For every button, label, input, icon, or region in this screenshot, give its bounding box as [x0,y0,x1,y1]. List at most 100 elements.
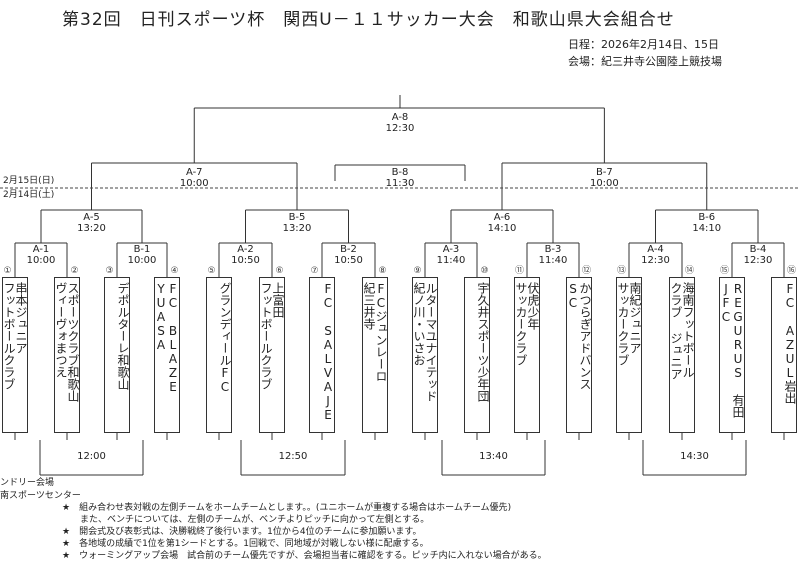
team-name: ルターマユナイテッド 紀ノ川・いさお [412,282,438,402]
team-name: 上富田 フットボールクラブ [259,282,285,390]
venue-note-2: 南スポーツセンター [0,491,81,501]
team-box: 伏虎少年 サッカークラブ [514,277,540,433]
match-time: 13:20 [77,223,106,234]
match-time: 10:00 [589,178,619,189]
team-seed-number: ⑤ [207,266,216,276]
match-time: 11:40 [538,255,568,266]
venue-note-1: ンドリー会場 [0,478,55,488]
team-box: FC SALVAJE [309,277,335,433]
match-time: 10:50 [334,255,363,266]
team-name: 宇久井スポーツ少年団 [476,282,490,402]
match-time: 10:00 [26,255,56,266]
team-name: グランディールFC [218,282,232,394]
match-time: 14:10 [692,223,722,234]
match-id: A-8 [391,112,409,123]
lower-match-time: 12:00 [77,451,106,462]
note-1: ★ 組み合わせ表対戦の左側チームをホームチームとします。。(ユニホームが重複する… [62,503,512,513]
match-id: B-1 [133,244,151,255]
day1-label: 2月14日(土) [3,190,55,200]
match-time: 10:50 [231,255,260,266]
lower-match-time: 13:40 [479,451,508,462]
match-id: B-5 [288,212,306,223]
team-seed-number: ⑮ [719,266,729,276]
team-name: かつらぎアドバンス SC [566,282,592,390]
match-id: A-4 [647,244,664,255]
match-time: 13:20 [282,223,312,234]
match-time: 11:40 [436,255,466,266]
team-box: 海南フットボール クラブ ジュニア [669,277,695,433]
match-id: B-4 [749,244,767,255]
document-title: 第32回 日刊スポーツ杯 関西U－１１サッカー大会 和歌山県大会組合せ [62,10,675,30]
note-2: また、ベンチについては、左側のチームが、ベンチよりピッチに向かって左側とする。 [62,515,430,525]
team-seed-number: ② [70,266,79,276]
team-name: スポーツクラブ和歌山 ヴィーヴォまつえ [54,282,80,402]
team-box: 宇久井スポーツ少年団 [464,277,490,433]
team-name: FC SALVAJE [321,282,335,422]
match-id: A-2 [237,244,254,255]
team-seed-number: ① [3,266,12,276]
match-id: B-2 [340,244,357,255]
team-name: REGURUS 有田 JFC [719,282,745,418]
team-box: 南紀ジュニア サッカークラブ [616,277,642,433]
match-id: B-7 [595,167,613,178]
team-box: FC AZUL岩出 [771,277,797,433]
note-3: ★ 開会式及び表彰式は、決勝戦終了後行います。1位から4位のチームに参加願います… [62,527,422,537]
match-time: 12:30 [385,123,415,134]
match-time: 11:30 [385,178,415,189]
team-name: 串本ジュニア フットボールクラブ [2,282,28,390]
match-id: B-3 [544,244,562,255]
team-box: かつらぎアドバンス SC [566,277,592,433]
team-box: グランディールFC [206,277,232,433]
team-box: スポーツクラブ和歌山 ヴィーヴォまつえ [54,277,80,433]
team-box: ルターマユナイテッド 紀ノ川・いさお [412,277,438,433]
match-id: A-7 [185,167,203,178]
team-seed-number: ⑭ [684,266,694,276]
team-name: デポルターレ和歌山 [116,282,130,390]
lower-match-time: 12:50 [278,451,308,462]
schedule-text: 日程：2026年2月14日、15日 [568,38,719,51]
team-seed-number: ⑫ [581,266,591,276]
match-id: A-6 [493,212,511,223]
venue-text: 会場：紀三井寺公園陸上競技場 [568,55,722,68]
team-name: 海南フットボール クラブ ジュニア [669,282,695,380]
team-box: 上富田 フットボールクラブ [259,277,285,433]
team-name: FC AZUL岩出 [783,282,797,404]
team-seed-number: ⑧ [378,266,387,276]
team-box: REGURUS 有田 JFC [719,277,745,433]
match-time: 12:30 [743,255,773,266]
note-5: ★ ウォーミングアップ会場 試合前のチーム優先ですが、会場担当者に確認をする。ピ… [62,551,547,561]
team-box: 串本ジュニア フットボールクラブ [2,277,28,433]
team-box: FCジュンレーロ 紀三井寺 [362,277,388,433]
match-time: 10:00 [179,178,209,189]
day2-label: 2月15日(日) [3,176,55,186]
team-seed-number: ④ [170,266,179,276]
team-name: 南紀ジュニア サッカークラブ [616,282,642,366]
team-seed-number: ⑬ [616,266,626,276]
team-seed-number: ⑪ [514,266,524,276]
match-id: A-1 [32,244,50,255]
match-time: 12:30 [641,255,670,266]
team-seed-number: ⑥ [275,266,284,276]
team-name: FC BLAZE YUASA [154,282,180,394]
match-id: B-6 [698,212,716,223]
team-seed-number: ⑦ [310,266,319,276]
team-seed-number: ⑩ [480,266,489,276]
team-box: FC BLAZE YUASA [154,277,180,433]
match-id: A-3 [442,244,460,255]
